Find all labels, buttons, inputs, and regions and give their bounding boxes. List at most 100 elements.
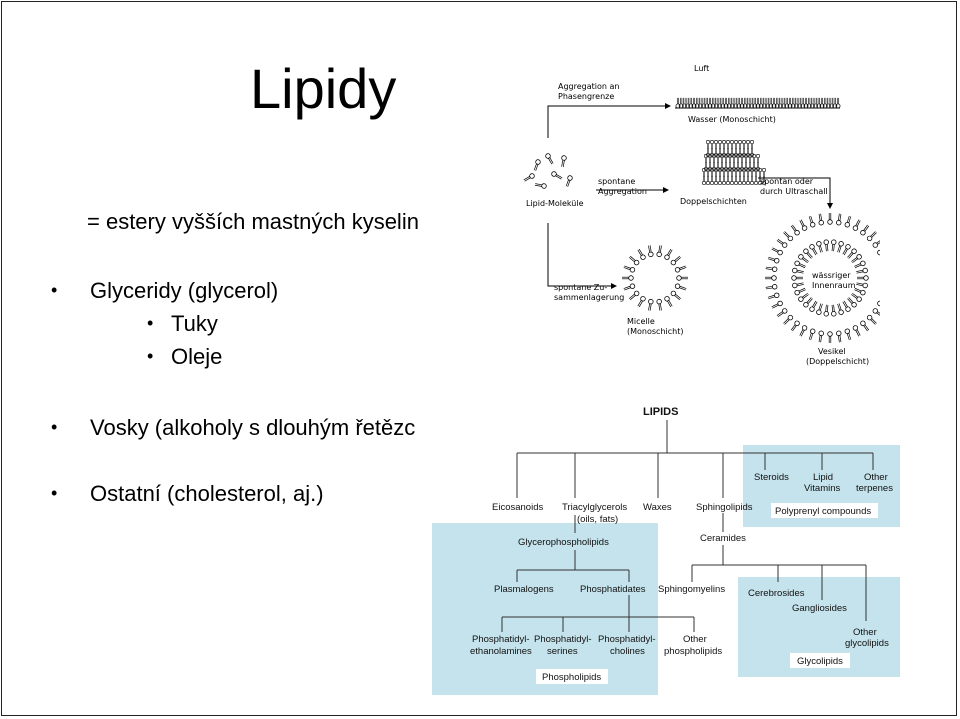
lipid-molecule: [807, 327, 816, 341]
lipid-molecule: [725, 139, 731, 150]
label-spontan-oder1: spontan oder: [760, 177, 814, 186]
bullet-glyceridy: Glyceridy (glycerol): [90, 278, 279, 303]
lipid-molecule: [737, 147, 743, 158]
glycolipids-label-box: [790, 653, 850, 668]
lipid-molecule: [856, 275, 869, 281]
label-terpenes: terpenes: [856, 483, 893, 494]
lipid-molecule: [789, 319, 801, 333]
lipid-molecule: [755, 161, 761, 172]
bullet-oleje: Oleje: [171, 344, 223, 369]
lipid-molecule: [791, 267, 805, 276]
lipid-molecule: [719, 153, 725, 164]
lipid-molecule: [663, 247, 674, 261]
bullet-icon: •: [51, 483, 58, 503]
label-eicosanoids: Eicosanoids: [492, 502, 543, 513]
lipid-molecule: [674, 264, 688, 274]
label-micelle2: (Monoschicht): [627, 327, 683, 336]
label-polyprenyl: Polyprenyl compounds: [775, 506, 871, 517]
lipid-molecule: [636, 295, 647, 309]
micelle: [621, 244, 689, 312]
lipid-molecule: [753, 167, 759, 178]
label-gangliosides: Gangliosides: [792, 603, 847, 614]
lipid-molecule: [729, 175, 735, 186]
lipid-molecule: [751, 161, 757, 172]
lipid-molecule: [770, 246, 784, 257]
lipid-molecule: [741, 147, 747, 158]
lipid-molecule: [717, 167, 723, 178]
lipid-molecule: [721, 139, 727, 150]
lipid-molecule: [711, 153, 717, 164]
lipid-molecule: [835, 302, 845, 316]
label-op-2: phospholipids: [664, 646, 722, 657]
lipid-molecule: [636, 247, 647, 261]
lipid-molecule: [719, 161, 725, 172]
lipid-molecule: [709, 139, 715, 150]
lipid-molecule: [725, 147, 731, 158]
lipid-molecule: [733, 147, 739, 158]
lipid-molecule: [798, 218, 809, 232]
lipid-molecule: [767, 255, 781, 264]
lipid-molecule: [622, 282, 636, 292]
lipid-molecule: [865, 313, 878, 326]
label-sphingomyelins: Sphingomyelins: [658, 584, 725, 595]
lipid-molecule: [725, 167, 731, 178]
lipid-molecule: [827, 331, 833, 344]
lipid-molecule: [723, 161, 729, 172]
lipid-molecule: [782, 313, 795, 326]
polyprenyl-label-box: [771, 503, 878, 518]
bullet-icon: •: [51, 417, 58, 437]
label-steroids: Steroids: [754, 472, 789, 483]
lipid-molecule: [707, 153, 713, 164]
label-doppelschichten: Doppelschichten: [680, 197, 747, 206]
label-glycolipids: Glycolipids: [797, 656, 843, 667]
lipid-molecule: [627, 289, 641, 302]
lipid-molecule: [855, 280, 869, 289]
label-wassriger1: wässriger: [812, 271, 851, 280]
lipid-molecule: [709, 147, 715, 158]
label-glycerophospholipids: Glycerophospholipids: [518, 537, 609, 548]
label-other: Other: [864, 472, 888, 483]
lipid-classification-diagram: LIPIDS Eicosanoids Triacylglycerols (oil…: [432, 406, 900, 695]
lipid-molecule: [737, 167, 743, 178]
lipid-molecule: [717, 175, 723, 186]
bullet-ostatni: Ostatní (cholesterol, aj.): [90, 481, 324, 506]
lipid-molecule: [789, 223, 801, 237]
label-wasser: Wasser (Monoschicht): [688, 115, 776, 124]
lipid-molecule: [747, 153, 753, 164]
lipid-molecule: [765, 283, 778, 291]
lipid-molecule: [791, 275, 804, 281]
lipid-molecule: [802, 296, 815, 309]
lipid-molecule: [717, 147, 723, 158]
lipid-molecule: [844, 215, 853, 229]
label-aggregation1: Aggregation an: [558, 82, 619, 91]
lipid-molecule: [522, 172, 536, 183]
lipid-molecule: [717, 139, 723, 150]
free-lipid-molecules: [522, 152, 574, 190]
arrow-to-vesicle: [758, 177, 833, 209]
lipid-molecule: [715, 161, 721, 172]
lipid-molecule: [705, 139, 711, 150]
definition-text: = estery vyšších mastných kyselin: [87, 209, 419, 234]
lipid-molecule: [701, 167, 707, 178]
lipid-molecule: [731, 161, 737, 172]
lipid-molecule: [775, 307, 789, 319]
lipid-molecule: [729, 167, 735, 178]
lipid-molecule: [733, 139, 739, 150]
lipid-molecule: [564, 174, 574, 188]
label-pc-1: Phosphatidyl-: [598, 634, 656, 645]
label-cerebrosides: Cerebrosides: [748, 588, 805, 599]
lipid-molecule: [705, 147, 711, 158]
lipid-molecule: [723, 153, 729, 164]
lipid-molecule: [669, 254, 683, 267]
lipid-molecule: [823, 304, 830, 317]
lipid-molecule: [871, 237, 880, 249]
bullet-tuky: Tuky: [171, 311, 218, 336]
lipid-molecule: [845, 247, 858, 260]
lipid-molecule: [703, 161, 709, 172]
lipid-molecule: [713, 139, 719, 150]
lipid-molecule: [749, 175, 755, 186]
lipid-molecule: [729, 139, 735, 150]
lipid-molecule: [725, 175, 731, 186]
lipid-molecule: [765, 265, 778, 273]
label-waxes: Waxes: [643, 502, 672, 513]
